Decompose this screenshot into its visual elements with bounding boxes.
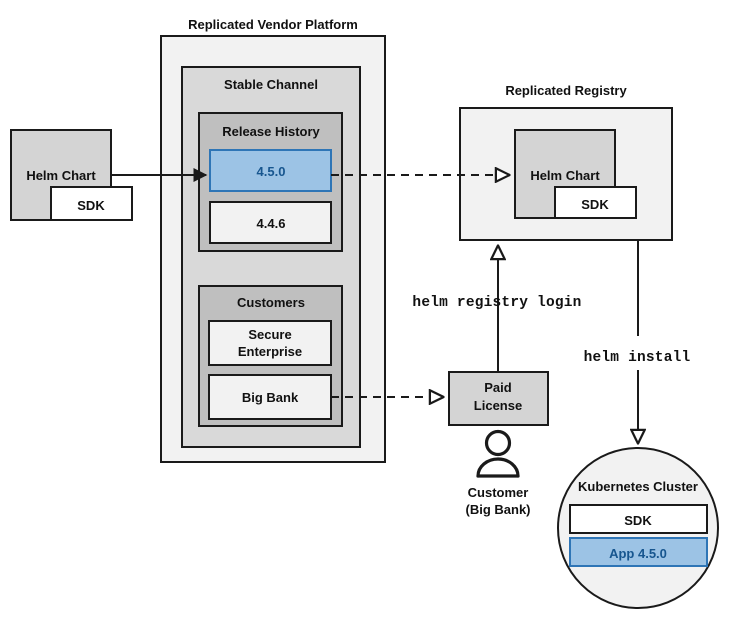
stable-channel-label: Stable Channel	[224, 77, 318, 92]
release-item-4-4-6[interactable]	[209, 201, 332, 244]
customer-actor-label-line2: (Big Bank)	[466, 502, 531, 517]
source-helm-chart-label: Helm Chart	[26, 168, 96, 183]
edges-group: helm registry login helm install	[111, 175, 691, 443]
kubernetes-cluster-label: Kubernetes Cluster	[578, 479, 698, 494]
source-helm-chart-group: Helm Chart SDK	[10, 129, 133, 221]
customer-item-secure-enterprise-label-line2: Enterprise	[238, 344, 302, 359]
paid-license-label-line2: License	[474, 398, 522, 413]
paid-license-group: Paid License	[448, 371, 549, 426]
customer-item-secure-enterprise-label-line1: Secure	[248, 327, 291, 342]
release-item-4-5-0[interactable]	[209, 149, 332, 192]
customer-actor-group: Customer (Big Bank)	[466, 429, 531, 517]
command-registry-login-label: helm registry login	[412, 295, 581, 311]
cluster-item-app[interactable]	[569, 537, 708, 567]
registry-helm-chart-label: Helm Chart	[530, 168, 600, 183]
registry-sdk-label: SDK	[581, 197, 609, 212]
release-history-label: Release History	[222, 124, 320, 139]
vendor-platform-group: Replicated Vendor Platform Stable Channe…	[160, 17, 386, 463]
vendor-platform-title: Replicated Vendor Platform	[188, 17, 358, 32]
registry-sdk-box[interactable]	[554, 186, 637, 219]
replicated-registry-group: Replicated Registry Helm Chart SDK	[459, 83, 673, 241]
person-icon	[476, 429, 520, 478]
customer-item-big-bank-label: Big Bank	[242, 390, 299, 405]
paid-license-label-line1: Paid	[484, 380, 512, 395]
source-sdk-box[interactable]	[50, 186, 133, 221]
release-item-4-4-6-label: 4.4.6	[257, 216, 286, 231]
source-sdk-label: SDK	[77, 198, 105, 213]
customer-actor-label-line1: Customer	[468, 485, 529, 500]
command-install-label: helm install	[584, 350, 691, 366]
kubernetes-cluster-group: Kubernetes Cluster SDK App 4.5.0	[557, 447, 719, 609]
customers-label: Customers	[237, 295, 305, 310]
paid-license-box[interactable]	[448, 371, 549, 426]
cluster-item-app-label: App 4.5.0	[609, 546, 667, 561]
cluster-item-sdk[interactable]	[569, 504, 708, 534]
customer-item-secure-enterprise[interactable]	[208, 320, 332, 366]
cluster-item-sdk-label: SDK	[624, 513, 652, 528]
registry-title: Replicated Registry	[505, 83, 627, 98]
release-item-4-5-0-label: 4.5.0	[257, 164, 286, 179]
